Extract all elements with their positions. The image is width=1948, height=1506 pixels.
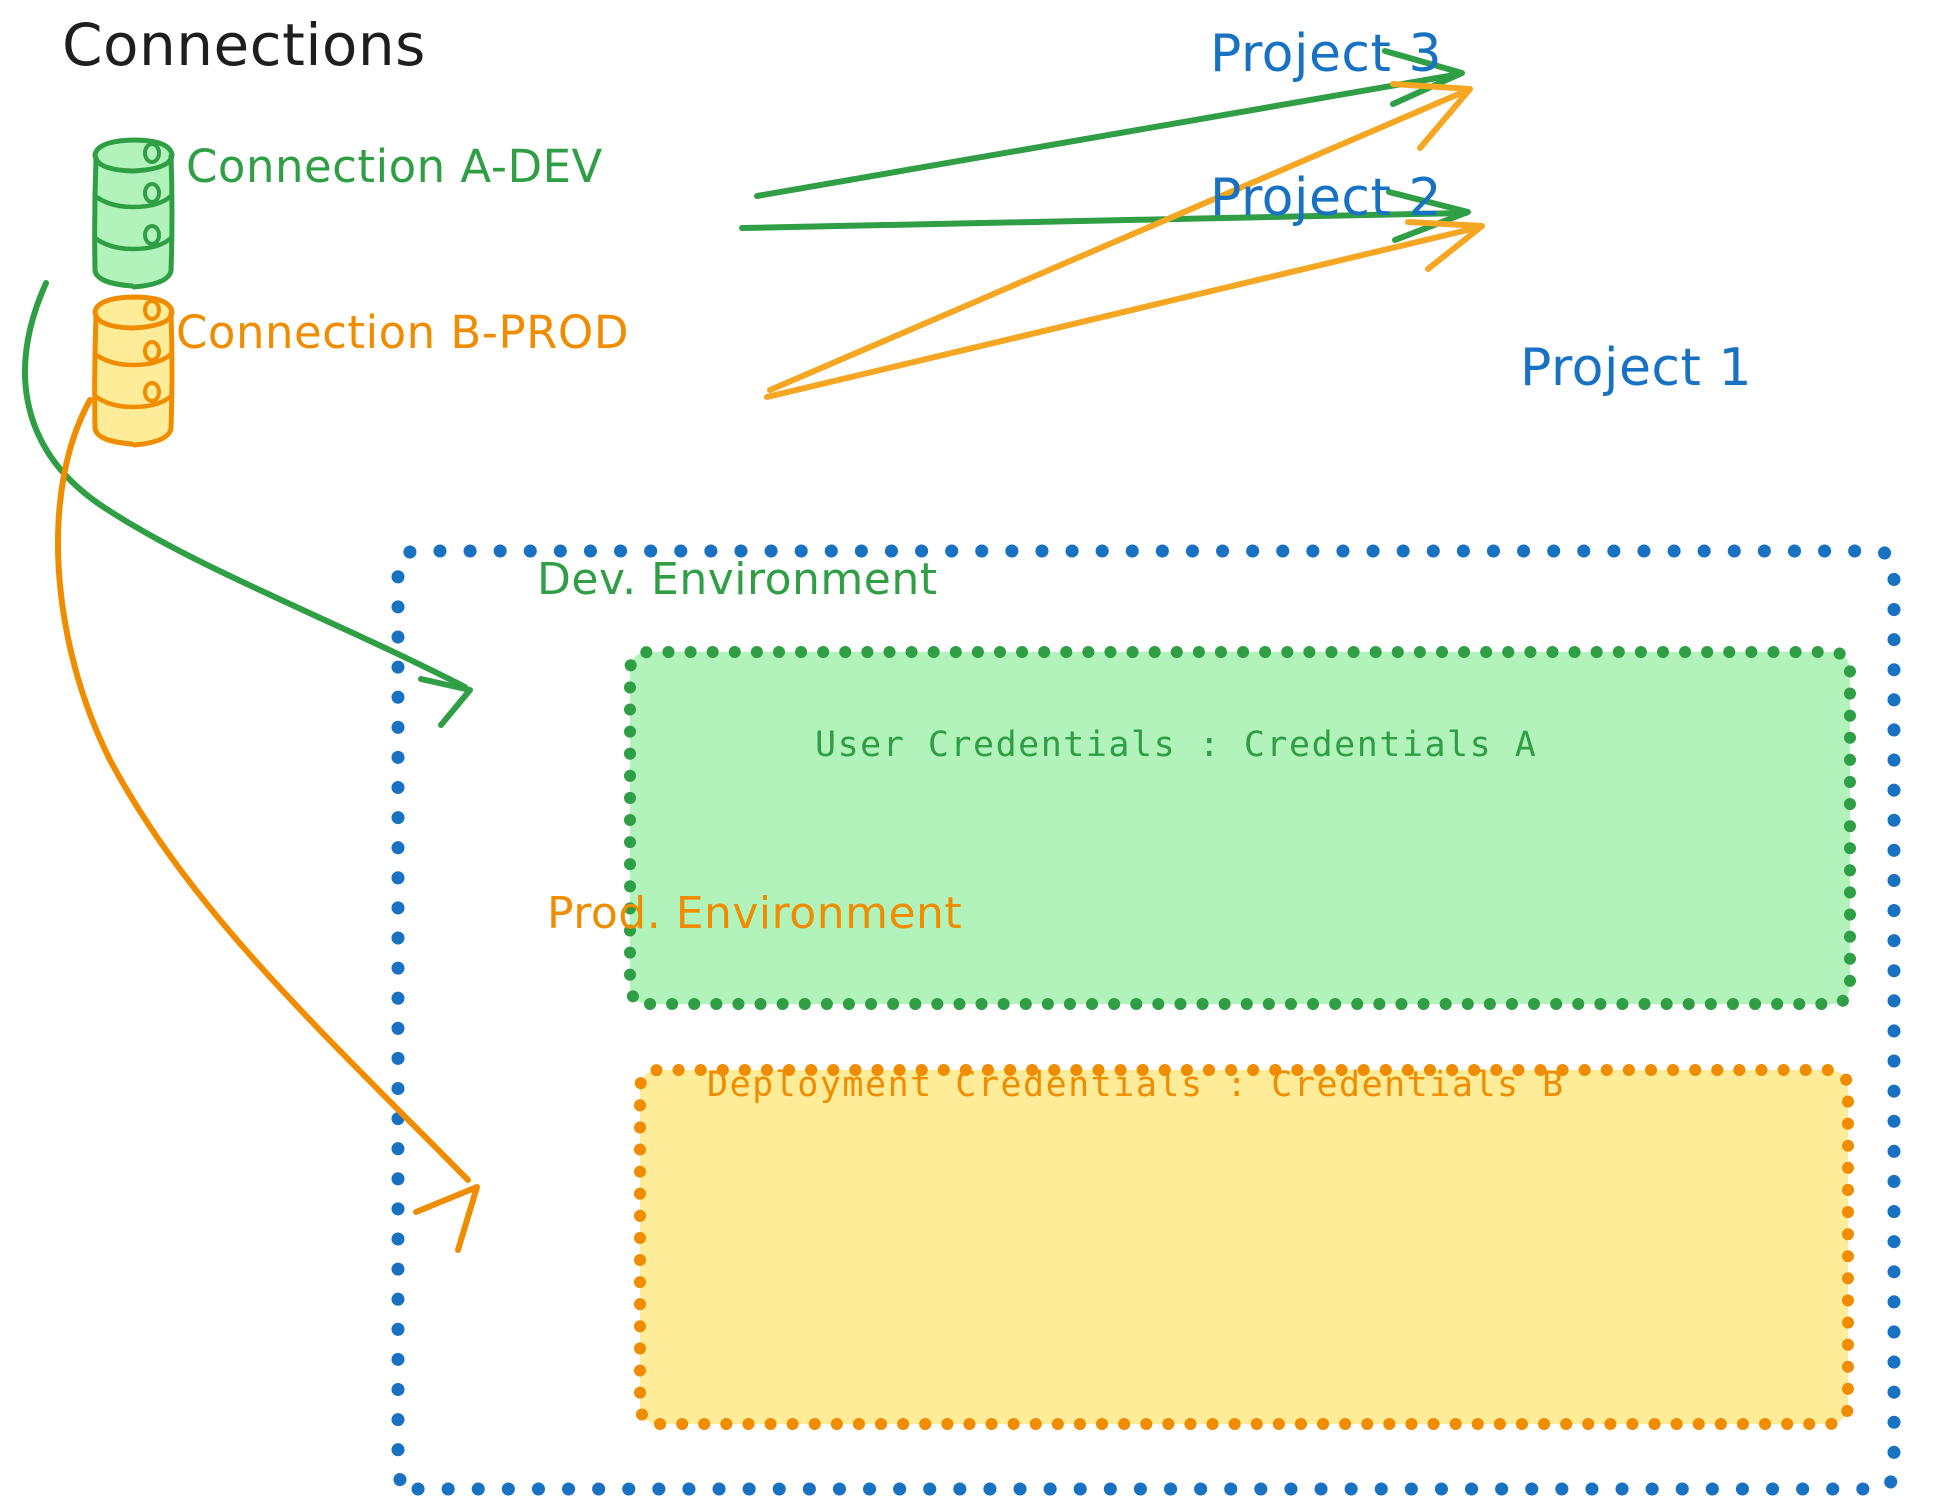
database-cylinder-icon-orange[interactable] xyxy=(92,294,175,448)
arrow-b-prod-to-prod-environment[interactable] xyxy=(55,397,480,1253)
arrow-b-prod-to-project-2[interactable] xyxy=(764,219,1485,400)
arrow-a-dev-to-dev-environment[interactable] xyxy=(22,280,473,728)
project-2-label[interactable]: Project 2 xyxy=(1210,168,1443,228)
prod-environment-title: Prod. Environment xyxy=(547,888,963,939)
database-cylinder-icon-green[interactable] xyxy=(92,137,175,290)
prod-environment-credentials: Deployment Credentials : Credentials B xyxy=(707,1065,1565,1105)
page-title: Connections xyxy=(62,11,426,79)
arrow-a-dev-to-project-3[interactable] xyxy=(754,48,1465,199)
connection-a-dev-label[interactable]: Connection A-DEV xyxy=(186,140,603,193)
dev-environment-title: Dev. Environment xyxy=(537,554,938,605)
prod-environment-box[interactable] xyxy=(634,1064,1854,1430)
dev-environment-box[interactable] xyxy=(624,646,1856,1010)
project-3-label[interactable]: Project 3 xyxy=(1210,24,1443,84)
project-1-label[interactable]: Project 1 xyxy=(1520,338,1753,398)
dev-environment-credentials: User Credentials : Credentials A xyxy=(815,725,1538,765)
arrow-a-dev-to-project-2[interactable] xyxy=(739,189,1471,243)
project-1-container[interactable] xyxy=(391,544,1901,1496)
connection-b-prod-label[interactable]: Connection B-PROD xyxy=(176,306,630,359)
arrow-b-prod-to-project-3[interactable] xyxy=(767,81,1473,393)
